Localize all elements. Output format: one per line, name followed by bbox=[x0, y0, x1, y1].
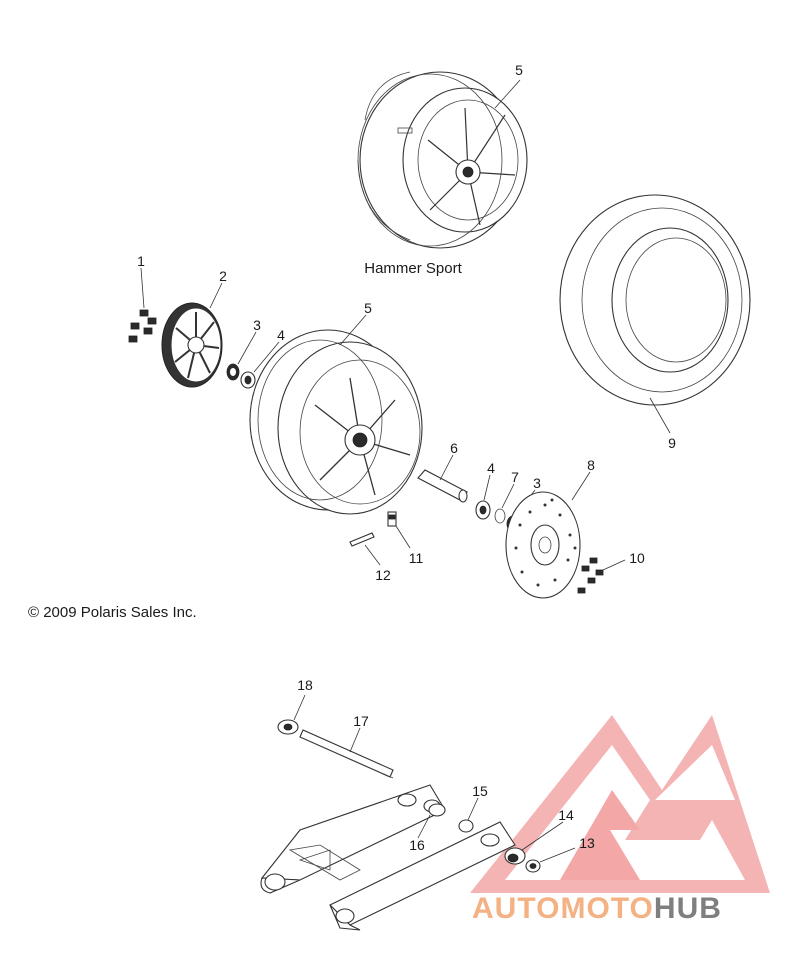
copyright-notice: © 2009 Polaris Sales Inc. bbox=[28, 604, 197, 621]
callout-1: 1 bbox=[137, 253, 145, 269]
valve-stem bbox=[387, 511, 397, 527]
callout-8: 8 bbox=[587, 457, 595, 473]
brake-disc bbox=[505, 491, 581, 599]
callout-15: 15 bbox=[472, 783, 488, 799]
leader-7 bbox=[501, 483, 515, 509]
callout-11: 11 bbox=[409, 550, 424, 566]
watermark-word-gray: HUB bbox=[654, 892, 722, 925]
rear-tire bbox=[559, 194, 751, 406]
callout-6: 6 bbox=[450, 440, 458, 456]
callout-5a: 5 bbox=[515, 62, 523, 78]
balance-weight bbox=[349, 532, 375, 547]
leader-12 bbox=[364, 544, 381, 566]
swingarm bbox=[260, 784, 516, 931]
callout-14: 14 bbox=[558, 807, 574, 823]
callout-2: 2 bbox=[219, 268, 227, 284]
caption-hammer-sport: Hammer Sport bbox=[364, 260, 462, 277]
leader-18 bbox=[293, 694, 306, 721]
callout-13: 13 bbox=[579, 835, 595, 851]
leader-8 bbox=[571, 471, 591, 501]
leader-16 bbox=[417, 814, 431, 839]
leader-5a bbox=[494, 79, 521, 109]
pivot-shaft bbox=[299, 729, 394, 779]
left-seal-bearing bbox=[226, 363, 256, 389]
callout-3a: 3 bbox=[253, 317, 261, 333]
nut-13 bbox=[525, 859, 541, 873]
callout-16: 16 bbox=[409, 837, 425, 853]
leader-5b bbox=[339, 314, 367, 346]
sprocket-bolts bbox=[128, 309, 157, 343]
leader-15 bbox=[467, 797, 479, 821]
leader-4b bbox=[483, 474, 491, 501]
callout-4b: 4 bbox=[487, 460, 495, 476]
leader-14 bbox=[521, 821, 564, 851]
watermark-text: AUTOMOTOHUB bbox=[472, 892, 722, 925]
callout-5b: 5 bbox=[364, 300, 372, 316]
washer-18 bbox=[277, 719, 299, 735]
leader-2 bbox=[209, 282, 223, 309]
leader-4a bbox=[253, 341, 280, 373]
callout-10: 10 bbox=[629, 550, 645, 566]
wheel-hammer-sport bbox=[357, 71, 528, 249]
callout-12: 12 bbox=[375, 567, 391, 583]
watermark-word-orange: AUTOMOTO bbox=[472, 892, 654, 925]
disc-bolts bbox=[577, 557, 604, 594]
bushing-15 bbox=[458, 819, 474, 833]
sprocket bbox=[161, 302, 223, 388]
leader-1 bbox=[140, 267, 145, 309]
leader-11 bbox=[395, 525, 411, 549]
leader-17 bbox=[349, 727, 361, 753]
axle bbox=[417, 469, 468, 503]
leader-9 bbox=[649, 397, 671, 434]
callout-17: 17 bbox=[353, 713, 369, 729]
watermark-logo bbox=[470, 715, 770, 893]
callout-18: 18 bbox=[297, 677, 313, 693]
callout-4a: 4 bbox=[277, 327, 285, 343]
cap-14 bbox=[504, 847, 526, 865]
bushing-16 bbox=[423, 799, 446, 817]
rear-wheel bbox=[249, 329, 423, 515]
callout-3b: 3 bbox=[533, 475, 541, 491]
leader-3a bbox=[237, 331, 257, 365]
leader-13 bbox=[539, 847, 576, 863]
callout-7: 7 bbox=[511, 469, 519, 485]
leader-6 bbox=[439, 454, 454, 481]
leader-10 bbox=[602, 559, 626, 571]
callout-labels: 5 1 2 3 4 5 6 4 7 3 8 9 10 11 12 18 17 1… bbox=[137, 62, 676, 853]
callout-9: 9 bbox=[668, 435, 676, 451]
